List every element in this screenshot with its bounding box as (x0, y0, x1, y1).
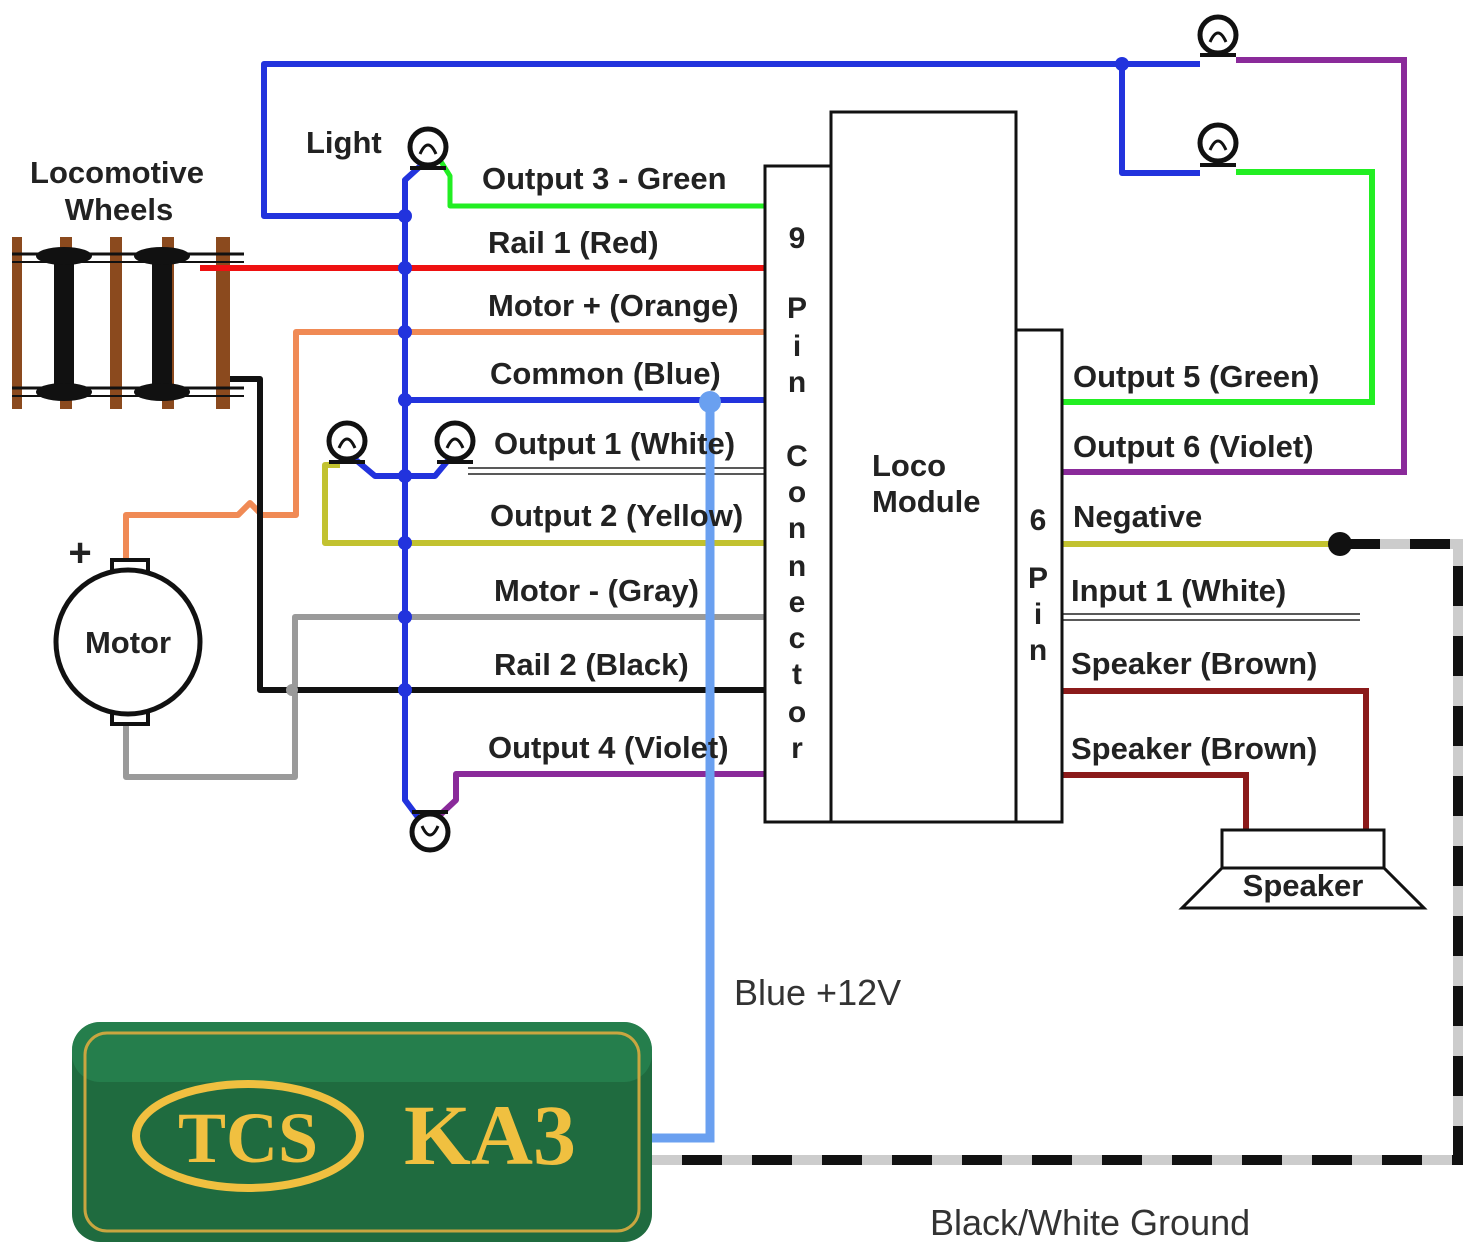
speaker-wire-2 (1062, 772, 1249, 830)
blue-branch-wire (1119, 64, 1200, 176)
rail2-wire (230, 376, 765, 693)
rail1-label: Rail 1 (Red) (488, 225, 659, 260)
module-label: Module (872, 484, 981, 519)
blue-12v-label: Blue +12V (734, 972, 901, 1013)
logo-tcs: TCS (178, 1098, 318, 1178)
connector-letter: n (1029, 634, 1047, 667)
output6-label: Output 6 (Violet) (1073, 429, 1314, 464)
connector-letter: r (791, 732, 803, 765)
output3-label: Output 3 - Green (482, 161, 727, 196)
input1-label: Input 1 (White) (1071, 573, 1286, 608)
output1-label: Output 1 (White) (494, 426, 735, 461)
output5-label: Output 5 (Green) (1073, 359, 1319, 394)
motor-icon (53, 558, 203, 726)
wheels-label: Wheels (65, 192, 174, 227)
connector-letter: P (787, 292, 807, 325)
connector-letter: c (789, 622, 806, 655)
speaker-icon (1178, 828, 1428, 910)
bulb-icon (1197, 122, 1239, 167)
speaker-label: Speaker (1243, 868, 1364, 903)
loco-module (829, 110, 1018, 824)
ground-wire (640, 539, 1463, 1165)
bulb-icon (409, 810, 451, 853)
blue-12v-wire (644, 402, 715, 1143)
motor-plus-sign: + (68, 531, 91, 575)
logo-ka3: KA3 (404, 1087, 576, 1183)
connector-letter: 6 (1030, 504, 1047, 537)
output2-wire (322, 462, 765, 546)
motor-label: Motor (85, 625, 171, 660)
output5-wire (1062, 169, 1375, 405)
connector-letter: n (788, 512, 806, 545)
connector-letter: o (788, 476, 806, 509)
motor-plus-label: Motor + (Orange) (488, 288, 739, 323)
blue-bus-wire (402, 157, 430, 822)
light-label: Light (306, 125, 382, 160)
speaker-brown-label-2: Speaker (Brown) (1071, 731, 1317, 766)
violet-top-wire (1062, 57, 1407, 475)
bulb-icon (407, 126, 449, 170)
connector-letter: t (792, 658, 802, 691)
loco-label: Loco (872, 448, 946, 483)
locomotive-label: Locomotive (30, 155, 204, 190)
negative-label: Negative (1073, 499, 1202, 534)
rail2-label: Rail 2 (Black) (494, 647, 689, 682)
connector-letter: e (789, 586, 806, 619)
output4-wire (437, 771, 765, 818)
common-label: Common (Blue) (490, 356, 721, 391)
connector-letter: C (786, 440, 808, 473)
battery-icon (72, 1022, 652, 1242)
ground-label: Black/White Ground (930, 1202, 1250, 1243)
bulb-icon (1197, 14, 1239, 57)
labels: Locomotive Wheels Light Output 3 - Green… (30, 125, 1363, 1243)
connector-letter: i (793, 330, 801, 363)
blue-top-wire (261, 61, 1200, 219)
motor-minus-wire (123, 614, 765, 780)
connector-letter: 9 (789, 222, 806, 255)
bulb-icon (326, 14, 1239, 853)
bulb-icon (434, 420, 476, 464)
motor-minus-label: Motor - (Gray) (494, 573, 699, 608)
connector-letter: i (1034, 598, 1042, 631)
six-pin-connector (1014, 328, 1064, 824)
speaker-brown-label-1: Speaker (Brown) (1071, 646, 1317, 681)
track-icon (12, 237, 244, 409)
output4-label: Output 4 (Violet) (488, 730, 729, 765)
output2-label: Output 2 (Yellow) (490, 498, 743, 533)
right-wires (640, 57, 1463, 1165)
connector-letter: n (788, 550, 806, 583)
speaker-wire-1 (1062, 688, 1369, 830)
bulb-icon (326, 420, 368, 464)
connector-letter: P (1028, 562, 1048, 595)
motor-plus-wire (123, 329, 765, 560)
connector-letter: n (788, 366, 806, 399)
connector-letter: o (788, 696, 806, 729)
